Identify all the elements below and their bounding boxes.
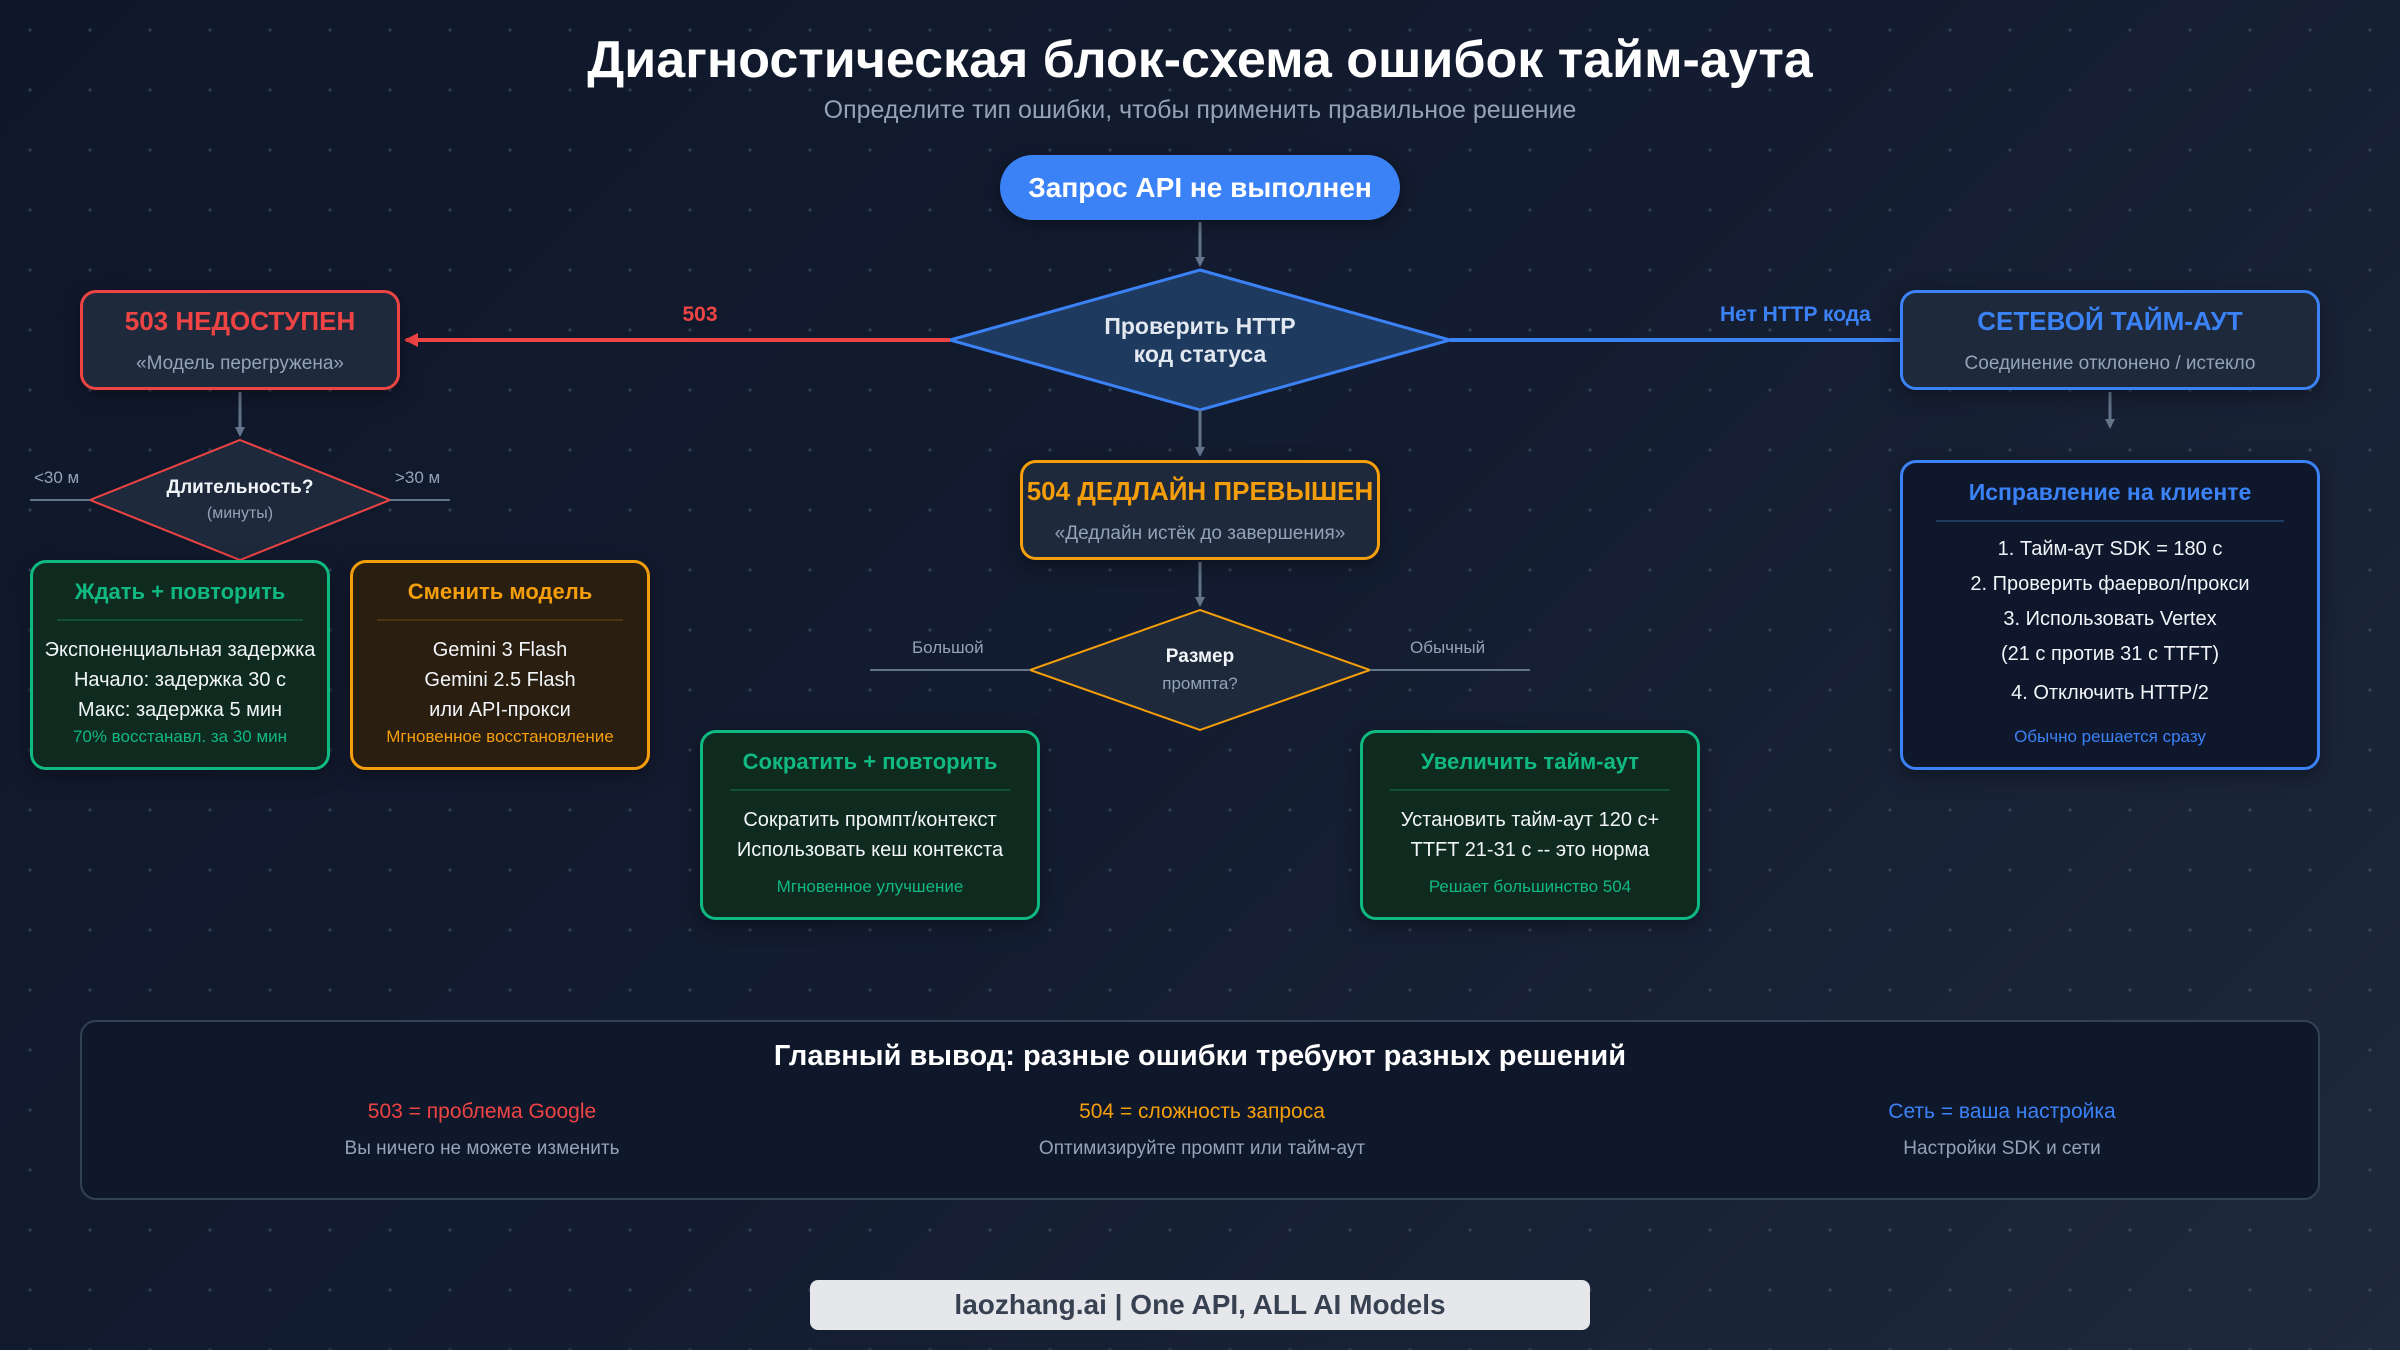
brand-footer-banner: laozhang.ai | One API, ALL AI Models <box>810 1280 1590 1330</box>
key-takeaway-title: Главный вывод: разные ошибки требуют раз… <box>773 1040 1627 1072</box>
error-504-title: 504 ДЕДЛАЙН ПРЕВЫШЕН <box>1026 475 1374 506</box>
solution-client-fix-title: Исправление на клиенте <box>1968 479 2252 505</box>
error-504-subtitle: «Дедлайн истёк до завершения» <box>1054 522 1346 544</box>
solution-shorten-retry-footer: Мгновенное улучшение <box>776 877 964 896</box>
edge-label-large: Большой <box>912 638 984 657</box>
size-decision-diamond <box>1026 608 1374 732</box>
solution-wait-retry-title: Ждать + повторить <box>74 579 286 604</box>
divider <box>376 619 624 621</box>
page-subtitle: Определите тип ошибки, чтобы применить п… <box>823 96 1577 124</box>
error-503-node: 503 НЕДОСТУПЕН «Модель перегружена» <box>80 290 400 390</box>
takeaway-network: Сеть = ваша настройка Настройки SDK и се… <box>1888 1100 2116 1159</box>
page-title: Диагностическая блок-схема ошибок тайм-а… <box>587 31 1813 89</box>
solution-shorten-retry: Сократить + повторить Сократить промпт/к… <box>700 730 1040 920</box>
start-node-api-failed: Запрос API не выполнен <box>1000 155 1400 220</box>
solution-wait-retry-footer: 70% восстанавл. за 30 мин <box>72 727 288 746</box>
solution-wait-retry: Ждать + повторить Экспоненциальная задер… <box>30 560 330 770</box>
divider <box>1389 789 1671 791</box>
solution-increase-timeout-footer: Решает большинство 504 <box>1428 877 1632 896</box>
key-takeaway-panel: Главный вывод: разные ошибки требуют раз… <box>80 1020 2320 1200</box>
solution-shorten-retry-title: Сократить + повторить <box>742 749 998 774</box>
error-503-title: 503 НЕДОСТУПЕН <box>124 305 356 336</box>
edge-label-long: >30 м <box>395 468 441 487</box>
solution-switch-model-footer: Мгновенное восстановление <box>386 727 614 746</box>
edge-label-no-http: Нет HTTP кода <box>1720 303 1871 326</box>
edge-label-normal: Обычный <box>1410 638 1486 657</box>
error-503-subtitle: «Модель перегружена» <box>136 352 344 374</box>
divider <box>1936 520 2284 522</box>
takeaway-504: 504 = сложность запроса Оптимизируйте пр… <box>1038 1100 1366 1159</box>
edge-label-503: 503 <box>682 303 718 326</box>
size-decision-label: Размер промпта? <box>1162 646 1238 693</box>
solution-switch-model: Сменить модель Gemini 3 Flash Gemini 2.5… <box>350 560 650 770</box>
divider <box>56 619 304 621</box>
solution-client-fix: Исправление на клиенте 1. Тайм-аут SDK =… <box>1900 460 2320 770</box>
error-504-node: 504 ДЕДЛАЙН ПРЕВЫШЕН «Дедлайн истёк до з… <box>1020 460 1380 560</box>
divider <box>729 789 1011 791</box>
duration-decision-label: Длительность? (минуты) <box>166 477 314 522</box>
solution-increase-timeout-title: Увеличить тайм-аут <box>1420 749 1640 774</box>
takeaway-503: 503 = проблема Google Вы ничего не может… <box>344 1100 620 1159</box>
brand-footer-label: laozhang.ai | One API, ALL AI Models <box>954 1289 1446 1320</box>
solution-switch-model-title: Сменить модель <box>407 579 593 604</box>
solution-client-fix-footer: Обычно решается сразу <box>2014 727 2206 746</box>
error-network-title: СЕТЕВОЙ ТАЙМ-АУТ <box>1977 305 2243 336</box>
start-node-label: Запрос API не выполнен <box>1028 171 1372 203</box>
edge-label-short: <30 м <box>34 468 80 487</box>
http-decision-label: Проверить HTTP код статуса <box>1104 313 1296 367</box>
error-network-subtitle: Соединение отклонено / истекло <box>1964 352 2256 374</box>
solution-increase-timeout: Увеличить тайм-аут Установить тайм-аут 1… <box>1360 730 1700 920</box>
error-network-node: СЕТЕВОЙ ТАЙМ-АУТ Соединение отклонено / … <box>1900 290 2320 390</box>
